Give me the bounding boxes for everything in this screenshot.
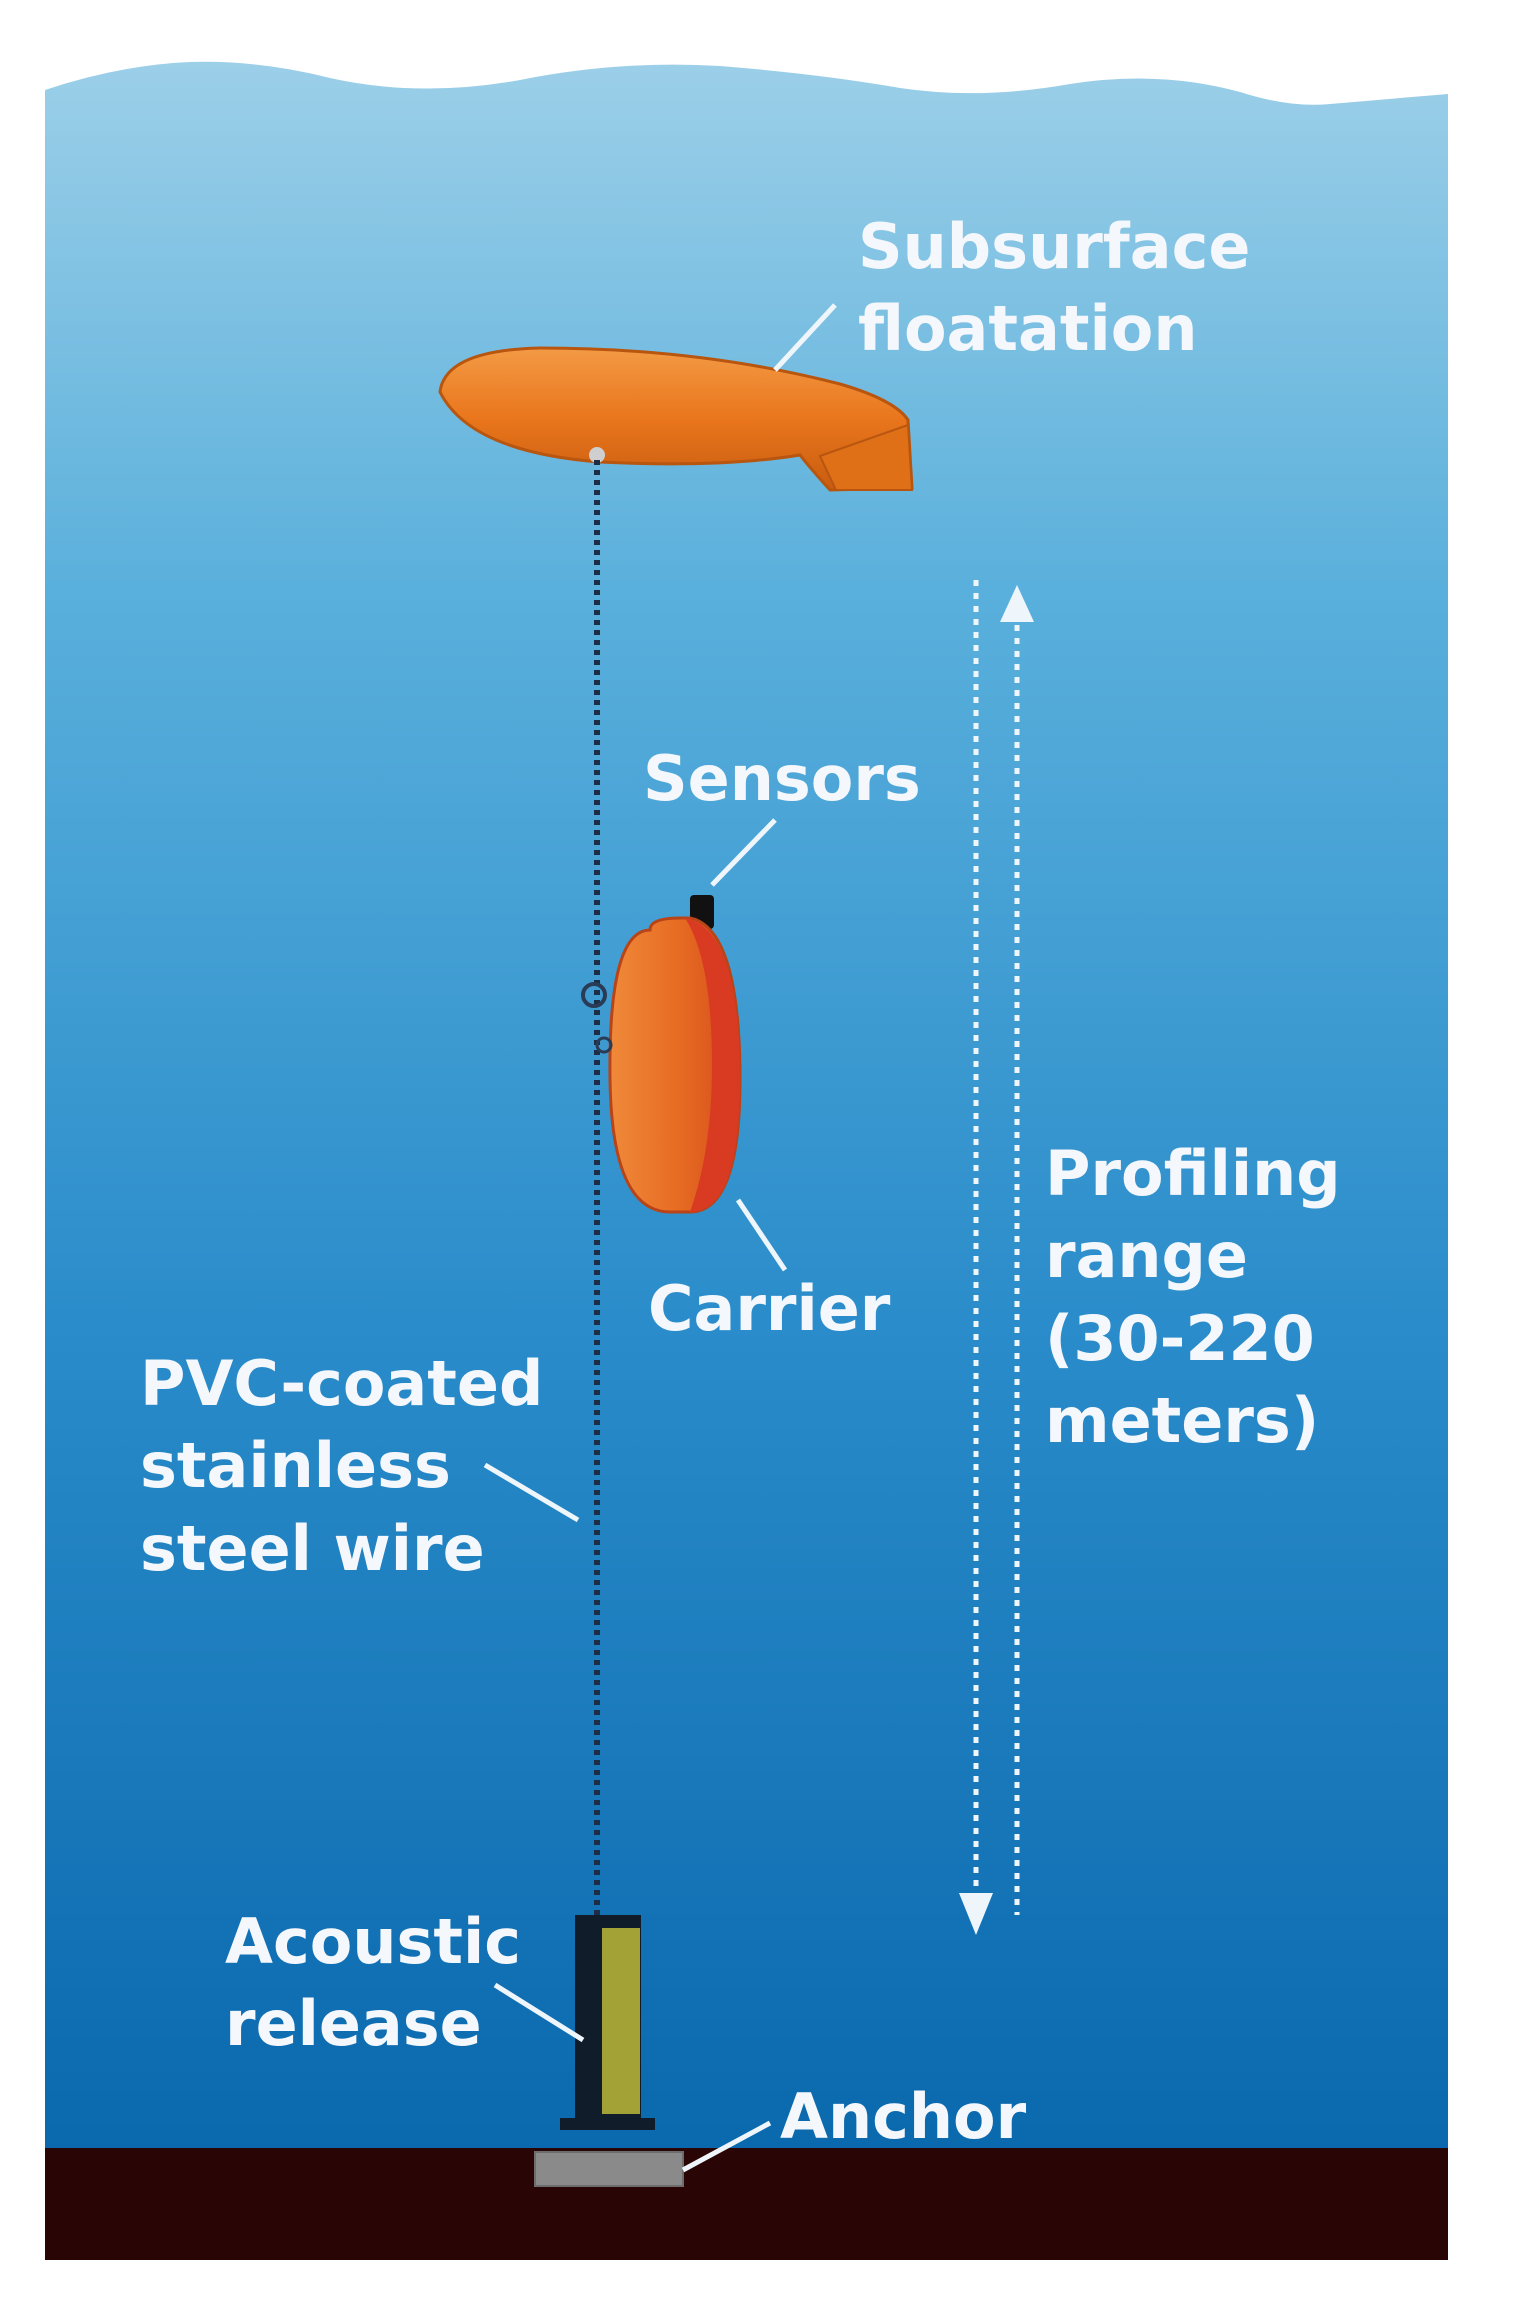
label-range-line-4: meters): [1045, 1384, 1319, 1457]
label-range-line-1: Profiling: [1045, 1137, 1341, 1210]
leader-sensors: [710, 818, 777, 887]
leader-wire: [483, 1462, 580, 1523]
leader-carrier: [735, 1198, 788, 1272]
label-wire: PVC-coated stainless steel wire: [140, 1347, 565, 1585]
leader-anchor: [681, 2120, 772, 2173]
water-body: [45, 61, 1448, 2160]
label-carrier: Carrier: [648, 1272, 891, 1345]
acoustic-release: [560, 1915, 655, 2130]
profiling-range-arrow: [959, 580, 1034, 1935]
label-wire-line-1: PVC-coated: [140, 1347, 543, 1420]
label-acoustic-release: Acoustic release: [225, 1905, 543, 2060]
leader-release: [493, 1982, 585, 2043]
label-floatation-line-2: floatation: [858, 292, 1198, 365]
label-wire-line-3: steel wire: [140, 1512, 485, 1585]
label-range-line-3: (30-220: [1045, 1302, 1315, 1375]
label-subsurface-floatation: Subsurface floatation: [858, 210, 1272, 365]
label-anchor: Anchor: [780, 2080, 1027, 2153]
label-profiling-range: Profiling range (30-220 meters): [1045, 1137, 1362, 1457]
carrier: [581, 895, 742, 1214]
label-range-line-2: range: [1045, 1219, 1248, 1292]
anchor: [534, 2151, 684, 2187]
label-release-line-2: release: [225, 1987, 482, 2060]
label-wire-line-2: stainless: [140, 1429, 451, 1502]
leader-lines: [483, 303, 837, 2173]
leader-floatation: [773, 303, 837, 372]
seafloor: [45, 2148, 1448, 2260]
label-floatation-line-1: Subsurface: [858, 210, 1250, 283]
label-release-line-1: Acoustic: [225, 1905, 521, 1978]
label-sensors: Sensors: [643, 742, 921, 815]
